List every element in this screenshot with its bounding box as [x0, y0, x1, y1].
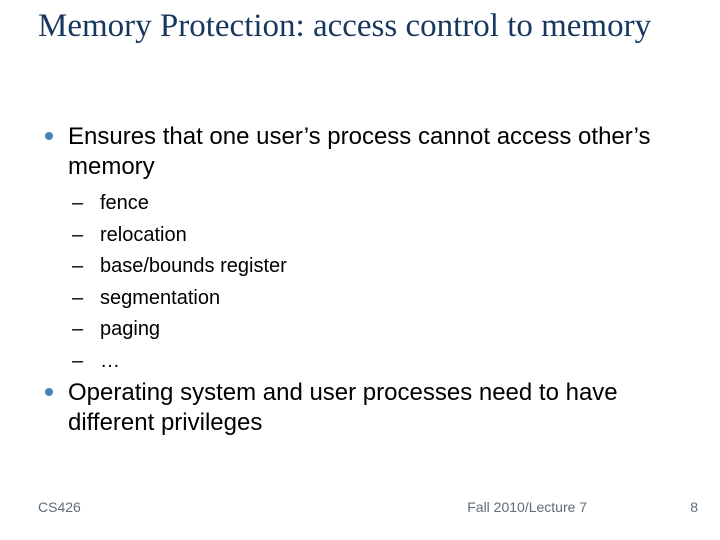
- slide-title: Memory Protection: access control to mem…: [38, 8, 652, 44]
- slide-body: Ensures that one user’s process cannot a…: [38, 122, 686, 438]
- sub-bullet-text: fence: [100, 192, 149, 214]
- dash-marker: –: [72, 286, 84, 309]
- bullet-item: Ensures that one user’s process cannot a…: [38, 122, 686, 182]
- bullet-text: Ensures that one user’s process cannot a…: [68, 123, 651, 180]
- sub-bullet-item: – paging: [72, 314, 686, 346]
- dash-marker: –: [72, 349, 84, 372]
- sub-bullet-text: relocation: [100, 223, 187, 246]
- slide-footer: CS426 Fall 2010/Lecture 7 8: [0, 499, 720, 515]
- sub-bullet-text: segmentation: [100, 286, 221, 309]
- bullet-marker-cell: [38, 122, 68, 140]
- bullet-dot-icon: [45, 132, 53, 140]
- sub-bullet-list: – fence – relocation – base/bounds regis…: [38, 188, 686, 377]
- sub-bullet-item: – base/bounds register: [72, 251, 686, 283]
- footer-lecture-label: Fall 2010/Lecture 7: [467, 499, 588, 515]
- dash-marker: –: [72, 223, 84, 246]
- sub-bullet-text: …: [100, 349, 120, 372]
- bullet-dot-icon: [45, 388, 53, 396]
- sub-bullet-item: – …: [72, 346, 686, 378]
- sub-bullet-text: paging: [100, 318, 161, 340]
- bullet-text: Operating system and user processes need…: [68, 379, 618, 436]
- bullet-marker-cell: [38, 378, 68, 396]
- sub-bullet-item: – segmentation: [72, 283, 686, 315]
- sub-bullet-text: base/bounds register: [100, 255, 287, 277]
- sub-bullet-item: – relocation: [72, 220, 686, 252]
- dash-marker: –: [72, 192, 84, 214]
- footer-course-label: CS426: [38, 499, 81, 515]
- sub-bullet-item: – fence: [72, 188, 686, 220]
- footer-page-number: 8: [690, 499, 699, 515]
- dash-marker: –: [72, 255, 84, 277]
- bullet-block-1: Ensures that one user’s process cannot a…: [38, 122, 686, 377]
- bullet-item: Operating system and user processes need…: [38, 378, 686, 438]
- dash-marker: –: [72, 318, 84, 340]
- bullet-block-2: Operating system and user processes need…: [38, 378, 686, 438]
